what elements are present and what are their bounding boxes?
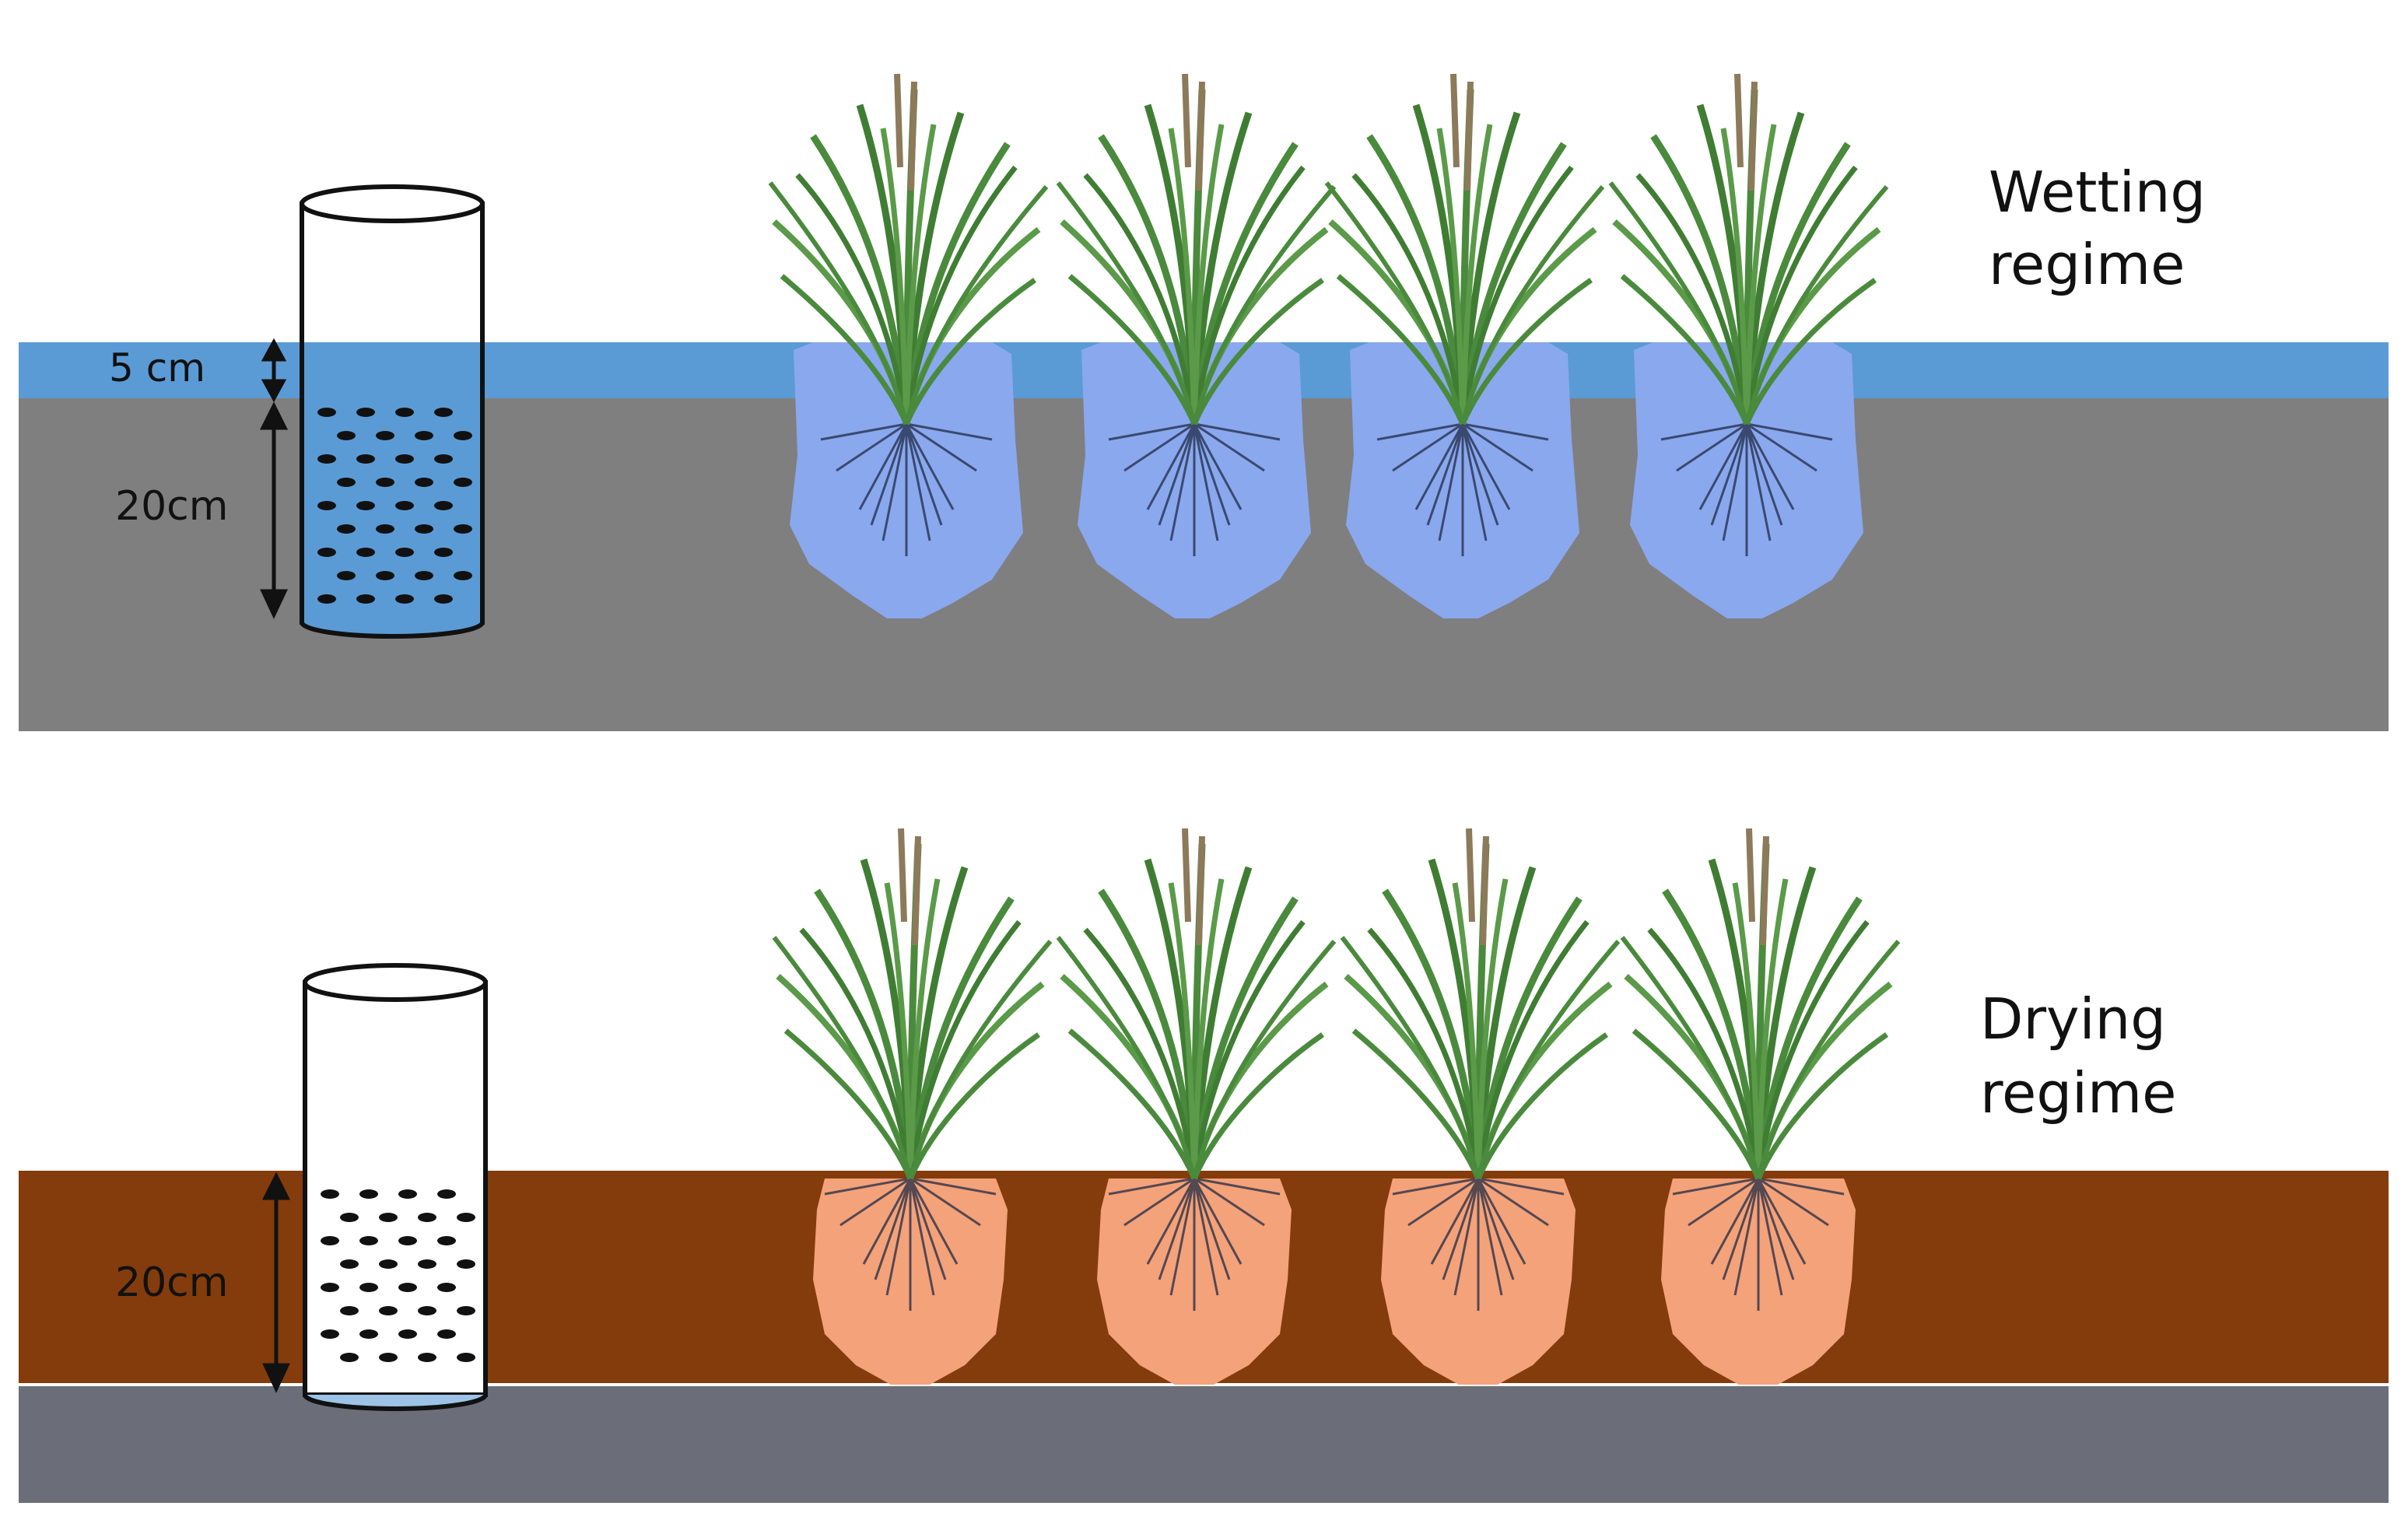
- wetting-plant-2: [1058, 74, 1334, 618]
- wetting-tube-perforations: [317, 408, 472, 604]
- drying-title-line2: regime: [1980, 1060, 2176, 1126]
- wetting-depth-label: 20cm: [115, 483, 228, 530]
- drying-plant-2: [1058, 828, 1334, 1385]
- drying-plant-4: [1622, 828, 1898, 1385]
- wetting-plant-1: [770, 74, 1046, 618]
- drying-depth-label: 20cm: [115, 1259, 228, 1306]
- wetting-measuring-tube: [300, 184, 485, 639]
- drying-panel: 20cm Drying regime: [19, 828, 2389, 1503]
- wetting-title-line2: regime: [1989, 232, 2185, 297]
- drying-plant-3: [1342, 828, 1618, 1385]
- drying-title-line1: Drying: [1980, 986, 2166, 1052]
- wetting-water-depth-label: 5 cm: [109, 345, 205, 391]
- drying-plant-1: [774, 828, 1050, 1385]
- wetting-title-line1: Wetting: [1989, 159, 2206, 225]
- wetting-20cm-arrow: [259, 401, 289, 619]
- wetting-panel: 5 cm 20cm Wetting regime: [19, 74, 2389, 731]
- drying-20cm-arrow: [261, 1172, 291, 1393]
- drying-measuring-tube: [303, 963, 488, 1411]
- wetting-5cm-arrow: [261, 338, 287, 403]
- wetting-plant-3: [1327, 74, 1603, 618]
- wetting-plant-4: [1611, 74, 1887, 618]
- drying-tube-perforations: [321, 1189, 475, 1362]
